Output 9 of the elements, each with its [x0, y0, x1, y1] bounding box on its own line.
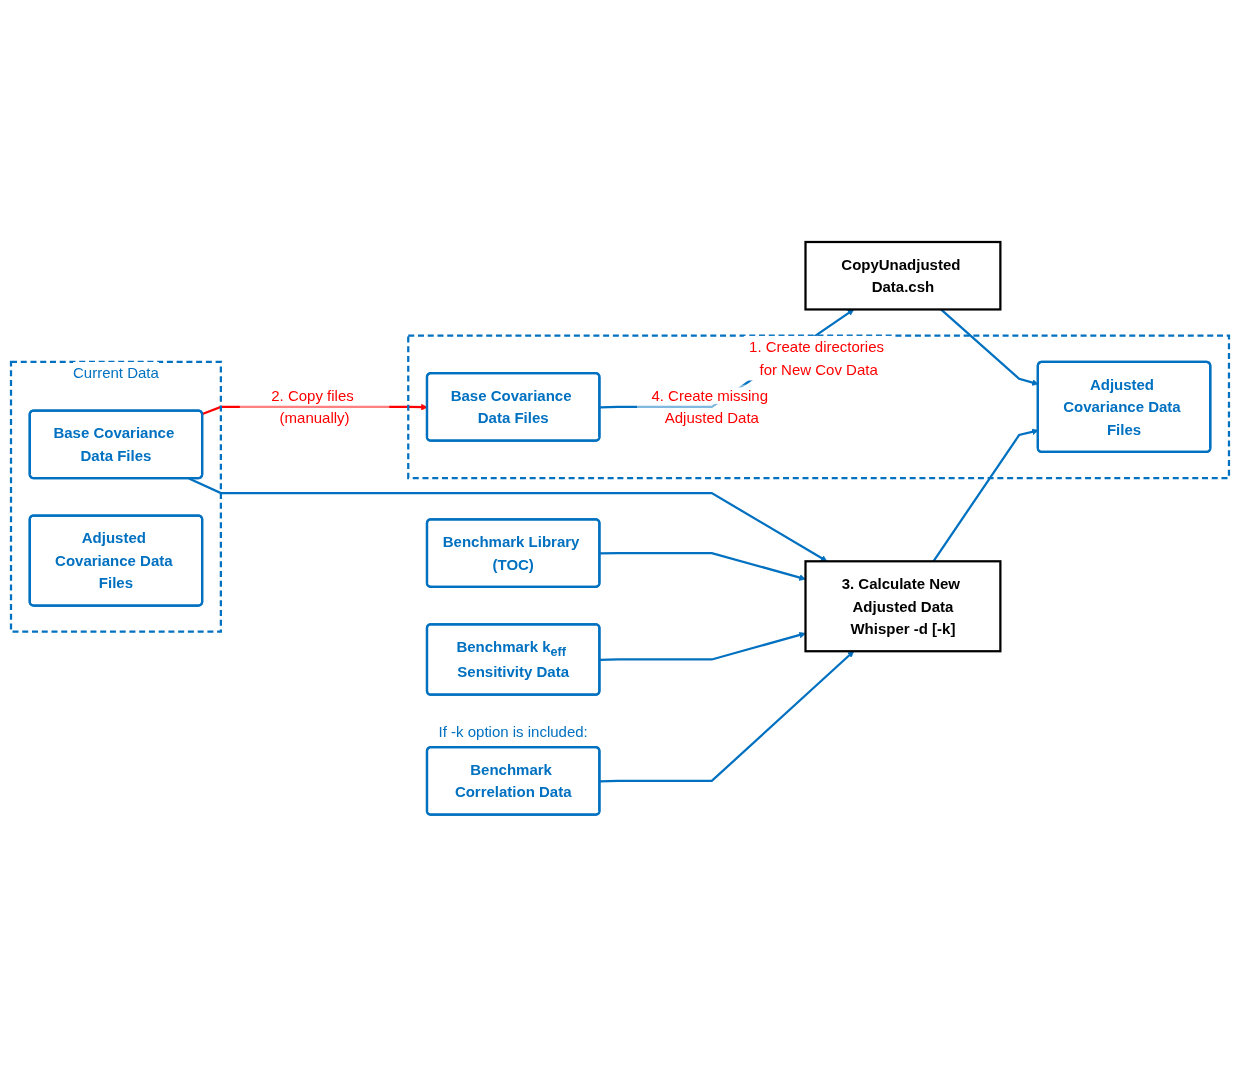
arrow [932, 428, 1038, 562]
edge-label: 2. Copy files (manually) [270, 387, 354, 427]
node-label: If -k option is included: [438, 724, 588, 741]
edge-label: 4. Create missing Adjusted Data [650, 387, 768, 427]
node-box: 3. Calculate New Adjusted Data Whisper -d [-k] [803, 560, 1001, 653]
node-box: CopyUnadjusted Data.csh [803, 240, 1001, 311]
arrow [599, 631, 806, 662]
arrow [599, 552, 806, 581]
arrow [599, 651, 854, 783]
